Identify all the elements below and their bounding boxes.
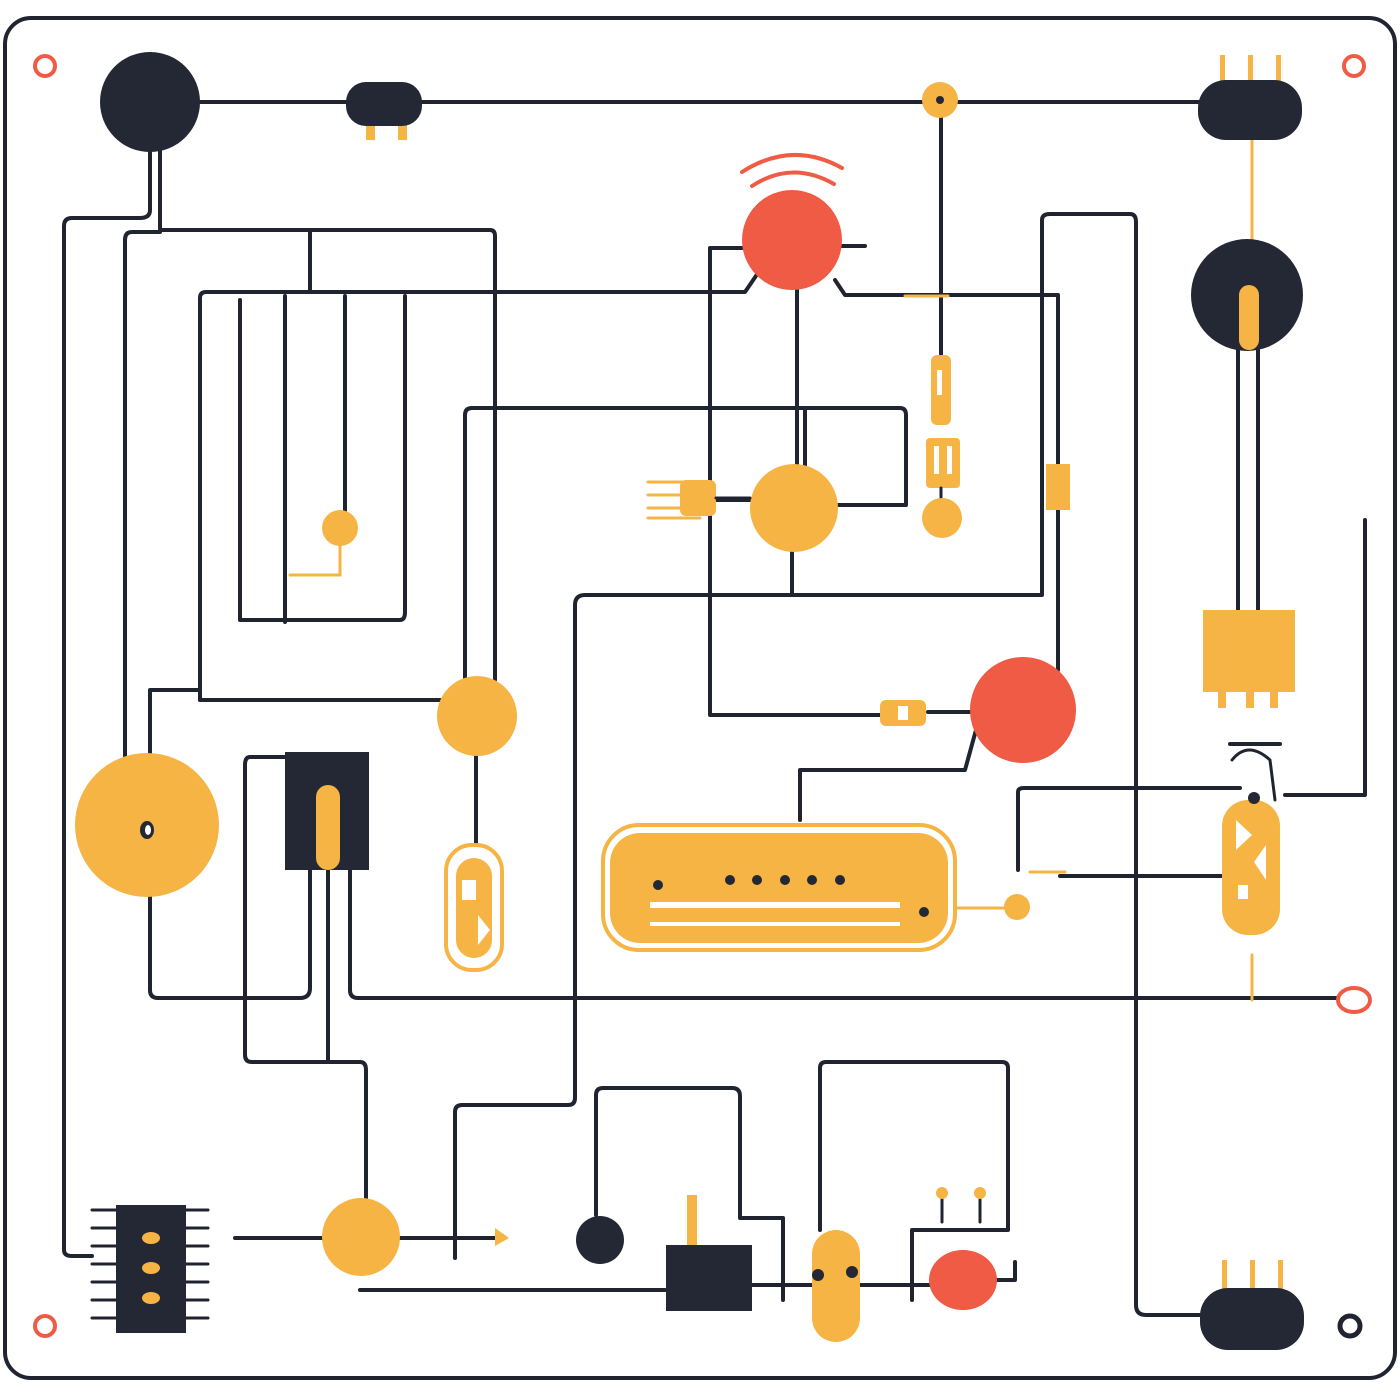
trace-right-loop (1016, 786, 1242, 872)
right-amber-resistor (1046, 464, 1070, 510)
capsule-component (444, 843, 504, 972)
trace-bottom-red-right (993, 1260, 1017, 1282)
trace-red-down (798, 728, 978, 822)
bottom-amber-node (322, 1198, 400, 1276)
trace-right-edge (1283, 518, 1367, 797)
navy-switch-block (285, 752, 369, 870)
trace-mid-box (198, 268, 762, 702)
trace-inner-1 (238, 294, 407, 622)
trace-amber-fork (646, 480, 702, 520)
bottom-amber-capsule (812, 1230, 860, 1342)
vertical-slider (922, 355, 962, 538)
bottom-pin-2 (974, 1187, 986, 1199)
bottom-pin-1 (936, 1187, 948, 1199)
trace-long-horizontal (348, 868, 1340, 1000)
mounting-hole-top-right (1342, 54, 1366, 78)
trace-switch-left (243, 755, 368, 1202)
mounting-hole-top-left (33, 54, 57, 78)
trace-bottom-pins (940, 1193, 982, 1224)
bottom-navy-node (576, 1216, 624, 1264)
trace-center-down (453, 548, 794, 1260)
mounting-hole-bottom-left (33, 1314, 57, 1338)
mid-amber-node (437, 676, 517, 756)
board-outline (3, 16, 1397, 1380)
large-amber-node (75, 753, 219, 897)
wifi-signal-icon (740, 152, 844, 188)
small-amber-node-left (322, 510, 358, 546)
red-node-right (970, 657, 1076, 763)
trace-left-lower (148, 688, 202, 762)
bottom-red-node (929, 1250, 997, 1310)
trace-center-box (463, 406, 908, 682)
bottom-right-connector (1200, 1260, 1304, 1350)
trace-amber-small-node (288, 543, 342, 577)
trace-center-right (790, 212, 1202, 1317)
trace-left-2 (123, 230, 162, 762)
center-node (750, 464, 838, 552)
mounting-hole-bottom-right (1337, 1313, 1363, 1339)
trace-bulb-loop (1230, 748, 1277, 802)
right-bulb (1222, 792, 1280, 935)
fork-connector (680, 480, 752, 516)
amber-resistor-mid (880, 700, 926, 726)
trace-bottom-loop (594, 1086, 785, 1302)
large-node-top-left (100, 52, 200, 152)
top-right-connector (1198, 55, 1302, 140)
ic-chip (90, 1205, 210, 1333)
right-navy-node (1191, 239, 1303, 351)
junction-node-top (922, 82, 958, 118)
trace-amber-left (148, 868, 312, 1000)
top-connector (346, 82, 422, 140)
wireless-node (740, 152, 844, 290)
trace-left-outer (62, 138, 152, 1258)
tube-output-node (1004, 894, 1030, 920)
trace-bottom-box (818, 1060, 1010, 1302)
bottom-amber-arrow (495, 1228, 509, 1246)
tube-component (601, 823, 957, 952)
right-relay-block (1203, 610, 1295, 708)
bottom-navy-block (666, 1195, 752, 1311)
trace-left-inner (158, 138, 497, 682)
right-edge-terminal (1336, 986, 1372, 1014)
